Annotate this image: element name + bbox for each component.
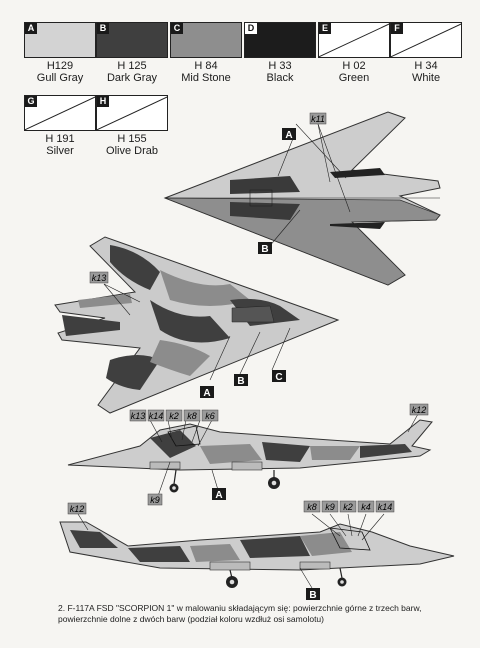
- svg-text:k14: k14: [149, 411, 164, 421]
- swatch-code: H 84: [194, 60, 218, 72]
- svg-text:k12: k12: [70, 504, 85, 514]
- swatch-code: H129: [46, 60, 74, 72]
- figure-caption: 2. F-117A FSD "SCORPION 1" w malowaniu s…: [58, 603, 422, 624]
- side-view-right: [59, 513, 455, 589]
- swatch-e: E H 02 Green: [318, 22, 390, 84]
- svg-text:B: B: [261, 244, 268, 255]
- underside-dark-half: [164, 197, 441, 286]
- swatch-name: Olive Drab: [106, 145, 158, 157]
- swatch-a: A H129 Gull Gray: [24, 22, 96, 84]
- svg-text:B: B: [309, 590, 316, 601]
- swatch-name: White: [411, 72, 441, 84]
- callout-a-top: A: [282, 128, 296, 141]
- swatch-letter: F: [391, 23, 403, 34]
- swatch-box: H: [96, 95, 168, 131]
- callout-b-side: B: [306, 588, 320, 601]
- svg-text:A: A: [215, 490, 222, 501]
- swatch-g: G H 191 Silver: [24, 95, 96, 157]
- swatch-box: D: [244, 22, 316, 58]
- swatch-letter: E: [319, 23, 331, 34]
- swatch-code: H 33: [268, 60, 292, 72]
- callout-b-mid: B: [234, 374, 248, 387]
- tag-k12-side: k12: [409, 403, 429, 416]
- swatch-f: F H 34 White: [390, 22, 462, 84]
- swatch-box: F: [390, 22, 462, 58]
- svg-text:A: A: [203, 388, 210, 399]
- swatch-code: H 02: [342, 60, 366, 72]
- swatch-letter: C: [171, 23, 183, 34]
- callout-c-mid: C: [272, 370, 286, 383]
- callout-a-mid: A: [200, 386, 214, 399]
- swatch-h: H H 155 Olive Drab: [96, 95, 168, 157]
- swatch-box: C: [170, 22, 242, 58]
- tag-k2-side: k2: [165, 409, 183, 422]
- svg-text:k13: k13: [131, 411, 146, 421]
- swatch-name: Gull Gray: [36, 72, 84, 84]
- svg-text:k8: k8: [307, 502, 317, 512]
- svg-text:k14: k14: [378, 502, 393, 512]
- tag-k9-side: k9: [147, 493, 163, 506]
- underside-view: [163, 111, 441, 286]
- swatch-letter: B: [97, 23, 109, 34]
- svg-text:k8: k8: [187, 411, 197, 421]
- svg-text:A: A: [285, 130, 292, 141]
- svg-text:k12: k12: [412, 405, 427, 415]
- tag-k12-bottom: k12: [67, 502, 87, 515]
- swatch-box: E: [318, 22, 390, 58]
- svg-text:k6: k6: [205, 411, 215, 421]
- swatch-b: B H 125 Dark Gray: [96, 22, 168, 84]
- svg-text:k11: k11: [311, 114, 325, 124]
- svg-text:k9: k9: [150, 495, 160, 505]
- svg-text:B: B: [237, 376, 244, 387]
- swatch-code: H 191: [45, 133, 75, 145]
- swatch-c: C H 84 Mid Stone: [170, 22, 242, 84]
- tag-k13-mid: k13: [89, 271, 109, 284]
- tag-k14-side: k14: [147, 409, 165, 422]
- callout-a-side: A: [212, 488, 226, 501]
- swatch-box: G: [24, 95, 96, 131]
- tag-k13-side: k13: [129, 409, 147, 422]
- swatch-letter: D: [245, 23, 257, 34]
- tag-k8-bottom: k8: [303, 500, 321, 513]
- svg-text:k13: k13: [92, 273, 107, 283]
- swatch-letter: H: [97, 96, 109, 107]
- svg-text:k9: k9: [325, 502, 335, 512]
- svg-text:k2: k2: [169, 411, 179, 421]
- svg-text:C: C: [275, 372, 282, 383]
- svg-text:k4: k4: [361, 502, 371, 512]
- tag-k14-bottom: k14: [375, 500, 395, 513]
- swatch-code: H 155: [117, 133, 147, 145]
- swatch-code: H 125: [117, 60, 147, 72]
- tag-k6-side: k6: [201, 409, 219, 422]
- svg-text:k2: k2: [343, 502, 353, 512]
- side-view-left: [67, 413, 433, 497]
- swatch-name: Mid Stone: [181, 72, 231, 84]
- swatch-name: Green: [338, 72, 370, 84]
- tag-k11-top: k11: [309, 112, 327, 125]
- tag-k8-side: k8: [183, 409, 201, 422]
- swatch-letter: A: [25, 23, 37, 34]
- swatch-box: B: [96, 22, 168, 58]
- callout-b-top: B: [258, 242, 272, 255]
- tag-k2-bottom: k2: [339, 500, 357, 513]
- upper-surface-view: [54, 236, 340, 414]
- swatch-code: H 34: [414, 60, 438, 72]
- tag-k4-bottom: k4: [357, 500, 375, 513]
- swatch-name: Black: [266, 72, 294, 84]
- swatch-name: Dark Gray: [106, 72, 158, 84]
- swatch-letter: G: [25, 96, 37, 107]
- tag-k9-bottom: k9: [321, 500, 339, 513]
- swatch-d: D H 33 Black: [244, 22, 316, 84]
- swatch-name: Silver: [46, 145, 74, 157]
- swatch-box: A: [24, 22, 96, 58]
